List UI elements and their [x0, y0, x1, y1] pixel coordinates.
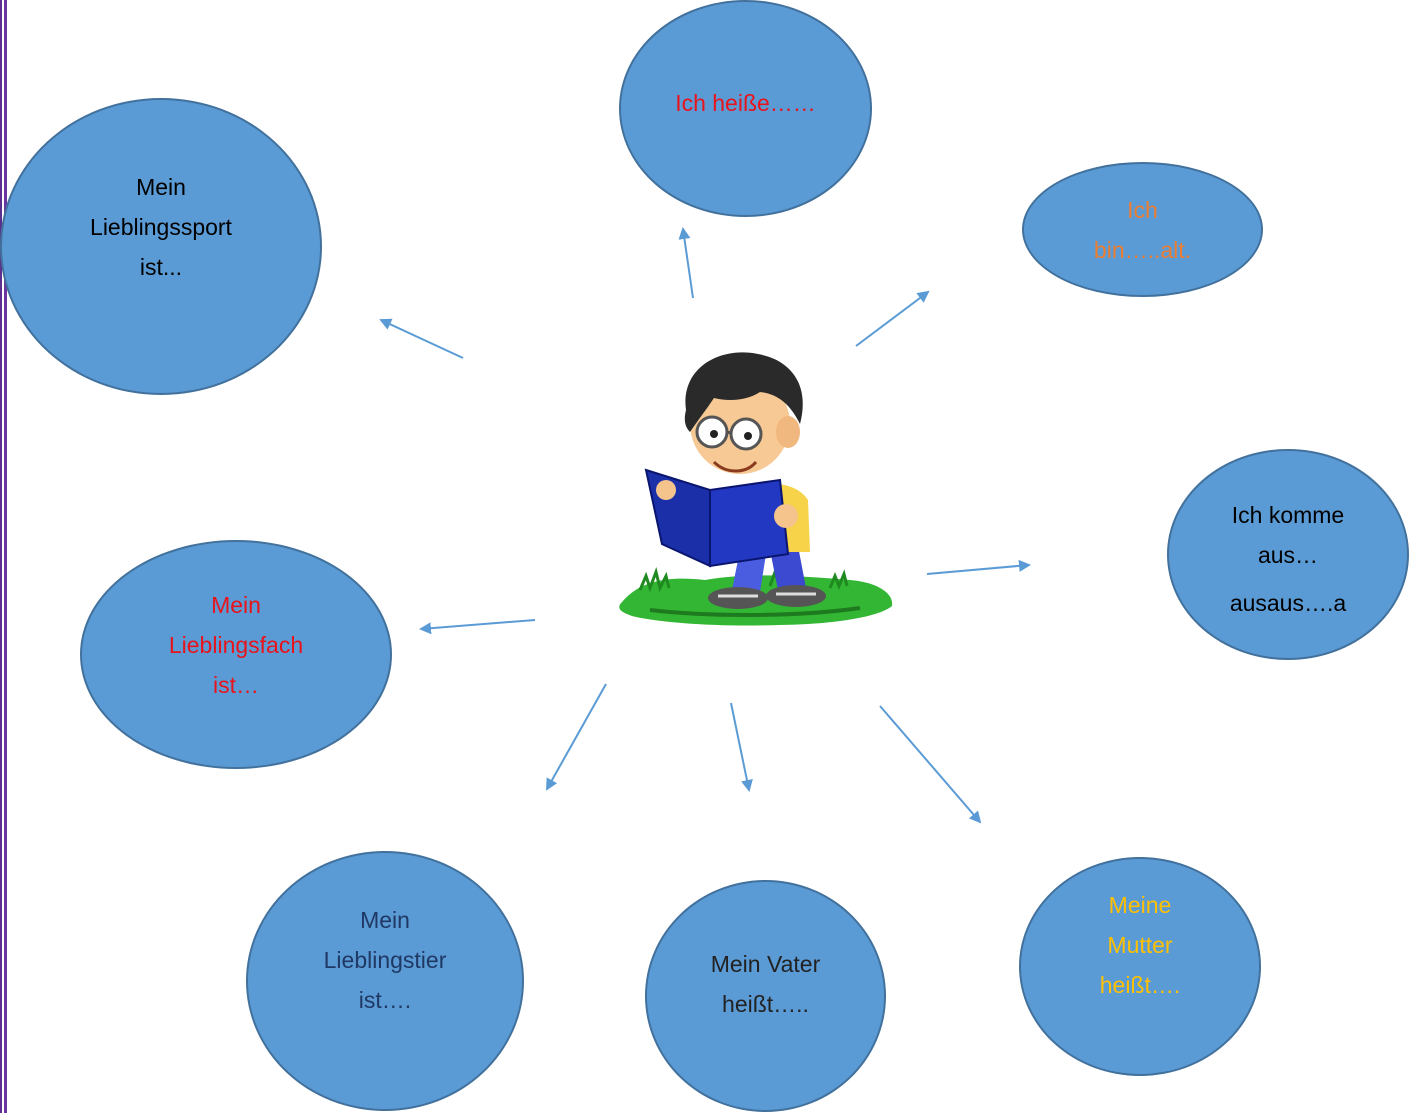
bubble-subject: Mein Lieblingsfach ist…: [80, 540, 392, 769]
arrow-to-sport: [379, 318, 464, 359]
bubble-father-line1: Mein Vater: [710, 951, 821, 977]
bubble-father: Mein Vater heißt…..: [645, 880, 886, 1112]
bubble-animal-line1: Mein: [360, 907, 410, 933]
bubble-name: Ich heiße……: [619, 0, 872, 217]
bubble-origin-line2: aus…: [1257, 541, 1319, 568]
bubble-mother-line3: heißt….: [1099, 971, 1181, 998]
bubble-animal-line2: Lieblingstier: [323, 947, 447, 973]
arrow-to-father: [730, 702, 753, 792]
bubble-age-line2: bin…..alt.: [1093, 236, 1192, 263]
bubble-mother-line2: Mutter: [1107, 931, 1173, 958]
bubble-animal: Mein Lieblingstier ist….: [246, 851, 524, 1111]
page-border-left: [0, 0, 7, 1113]
bubble-name-text: Ich heiße……: [675, 89, 816, 116]
bubble-age-line1: Ich: [1127, 196, 1158, 223]
bubble-mother-line1: Meine: [1108, 891, 1172, 918]
bubble-origin-line1: Ich komme: [1231, 501, 1345, 528]
bubble-subject-line2: Lieblingsfach: [168, 631, 304, 658]
bubble-age: Ich bin…..alt.: [1022, 162, 1263, 297]
bubble-origin: Ich komme aus… ausaus….a: [1167, 449, 1409, 660]
arrow-to-subject: [419, 619, 536, 635]
bubble-sport-line1: Mein: [136, 173, 186, 200]
bubble-subject-line3: ist…: [212, 671, 259, 698]
arrow-to-age: [855, 290, 930, 347]
arrow-to-mother: [879, 705, 982, 824]
bubble-sport: Mein Lieblingssport ist...: [0, 98, 322, 395]
bubble-mother: Meine Mutter heißt….: [1019, 857, 1261, 1076]
arrow-to-origin: [926, 559, 1031, 575]
boy-reading-book-icon: [619, 352, 893, 626]
bubble-sport-line2: Lieblingssport: [90, 213, 232, 240]
arrow-to-animal: [546, 683, 607, 791]
bubble-origin-line3: ausaus….a: [1229, 589, 1347, 616]
bubble-animal-line3: ist….: [358, 987, 412, 1013]
arrow-to-name: [678, 227, 694, 299]
bubble-sport-line3: ist...: [139, 253, 183, 280]
bubble-subject-line1: Mein: [211, 591, 261, 618]
bubble-father-line2: heißt…..: [722, 991, 809, 1017]
